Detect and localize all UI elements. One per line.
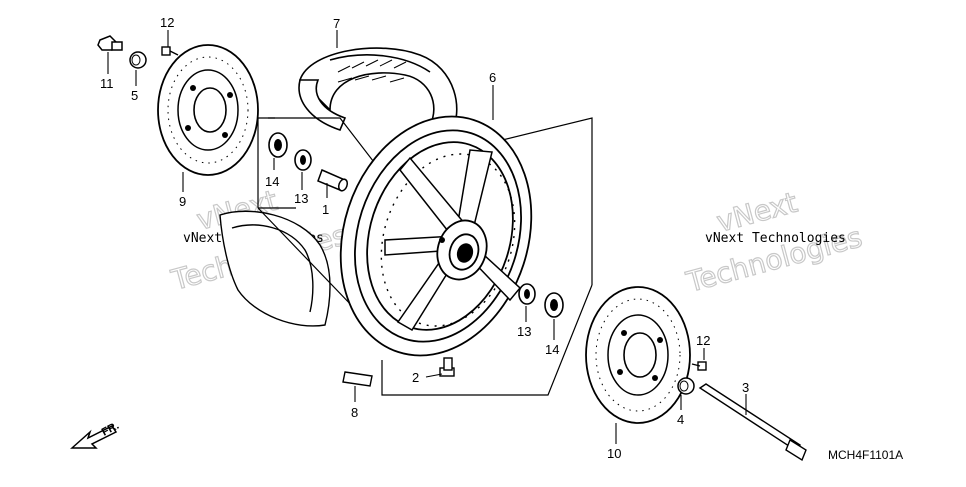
fender-shape <box>219 210 331 327</box>
callout-9: 9 <box>179 194 186 209</box>
brake-disc-10 <box>585 286 691 424</box>
callout-4: 4 <box>677 412 684 427</box>
bearing-14-upper <box>268 132 288 158</box>
bolt-12-lower <box>691 361 707 371</box>
weight-8 <box>342 371 373 387</box>
spacer-1 <box>317 168 349 192</box>
collar-4 <box>677 377 695 395</box>
callout-8: 8 <box>351 405 358 420</box>
bolt-12-upper <box>161 46 179 56</box>
callout-13-upper: 13 <box>294 191 308 206</box>
callout-11: 11 <box>100 76 114 91</box>
callout-13-lower: 13 <box>517 324 531 339</box>
collar-13-upper <box>294 149 312 171</box>
collar-5 <box>129 51 147 69</box>
callout-7: 7 <box>333 16 340 31</box>
callout-3: 3 <box>742 380 749 395</box>
callout-2: 2 <box>412 370 419 385</box>
fr-label: FR. <box>100 420 121 439</box>
watermark-right: Technologies vNext vNext Technologies <box>682 185 866 300</box>
axle-3 <box>698 383 807 462</box>
leader-lines <box>107 30 747 444</box>
front-direction-arrow: FR. <box>70 420 121 449</box>
callout-14-upper: 14 <box>265 174 279 189</box>
bolt-11 <box>97 35 123 51</box>
callout-12-upper: 12 <box>160 15 174 30</box>
valve-2 <box>439 357 455 377</box>
callout-14-lower: 14 <box>545 342 559 357</box>
callout-labels: 1 2 3 4 5 6 7 8 9 10 11 12 12 13 13 14 1… <box>100 15 749 461</box>
collar-13-lower <box>518 283 536 305</box>
callout-10: 10 <box>607 446 621 461</box>
bearing-14-lower <box>544 292 564 318</box>
callout-5: 5 <box>131 88 138 103</box>
wheel-part <box>339 115 533 357</box>
callout-12-lower: 12 <box>696 333 710 348</box>
diagram-code: MCH4F1101A <box>828 448 903 462</box>
callout-6: 6 <box>489 70 496 85</box>
watermark-text-right: vNext Technologies <box>705 231 846 246</box>
callout-1: 1 <box>322 202 329 217</box>
brake-disc-9 <box>157 44 259 176</box>
